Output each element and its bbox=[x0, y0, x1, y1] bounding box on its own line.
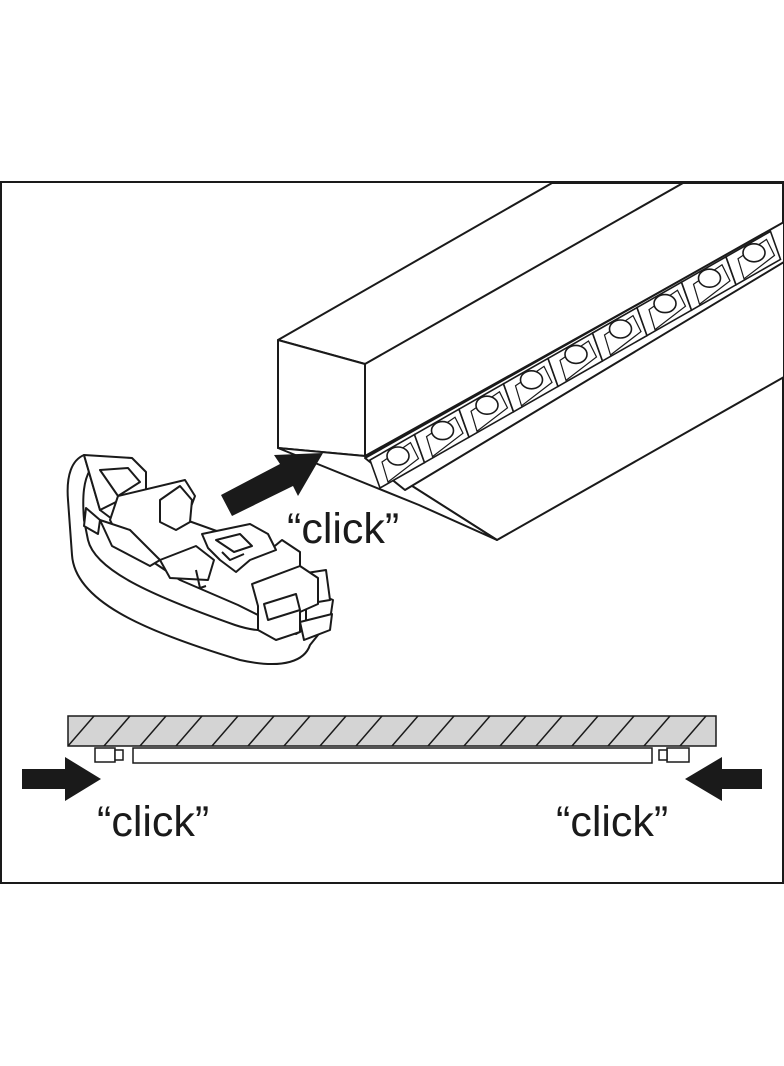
hatch-line bbox=[752, 716, 778, 746]
arrow-left-icon bbox=[22, 757, 101, 801]
hatch-line bbox=[463, 716, 491, 746]
louver-cell bbox=[725, 230, 782, 286]
hatch-line bbox=[607, 716, 635, 746]
hatch-line bbox=[103, 716, 131, 746]
hatch-line bbox=[68, 716, 95, 746]
louver-cell bbox=[680, 255, 737, 312]
arrow-right-icon bbox=[685, 757, 762, 801]
hatch-line bbox=[643, 716, 671, 746]
hatch-line bbox=[211, 716, 239, 746]
louver-cell bbox=[591, 306, 648, 363]
hatch-line bbox=[283, 716, 311, 746]
end-cap bbox=[66, 454, 334, 666]
click-label-right: “click” bbox=[556, 798, 669, 846]
led-louver-cells bbox=[369, 230, 782, 490]
hatch-line bbox=[571, 716, 599, 746]
diagram-frame bbox=[0, 181, 784, 884]
click-label-left: “click” bbox=[97, 798, 210, 846]
hatch-line bbox=[499, 716, 527, 746]
hatch-line bbox=[175, 716, 203, 746]
louver-cell bbox=[413, 408, 470, 464]
arrow-top-icon bbox=[221, 453, 323, 516]
hatch-line bbox=[535, 716, 563, 746]
hatch-line bbox=[247, 716, 275, 746]
hatch-line bbox=[319, 716, 347, 746]
hatch-line bbox=[391, 716, 419, 746]
hatch-line bbox=[679, 716, 707, 746]
luminaire-profile bbox=[277, 182, 784, 541]
hatch-line bbox=[427, 716, 455, 746]
click-label-top: “click” bbox=[287, 505, 400, 553]
louver-cell bbox=[636, 281, 693, 337]
hatch-line bbox=[355, 716, 383, 746]
hatch-line bbox=[715, 744, 716, 746]
ceiling-section bbox=[67, 715, 778, 747]
louver-cell bbox=[502, 357, 559, 413]
profile-section bbox=[94, 747, 690, 764]
hatch-line bbox=[139, 716, 167, 746]
louver-cell bbox=[547, 331, 604, 388]
